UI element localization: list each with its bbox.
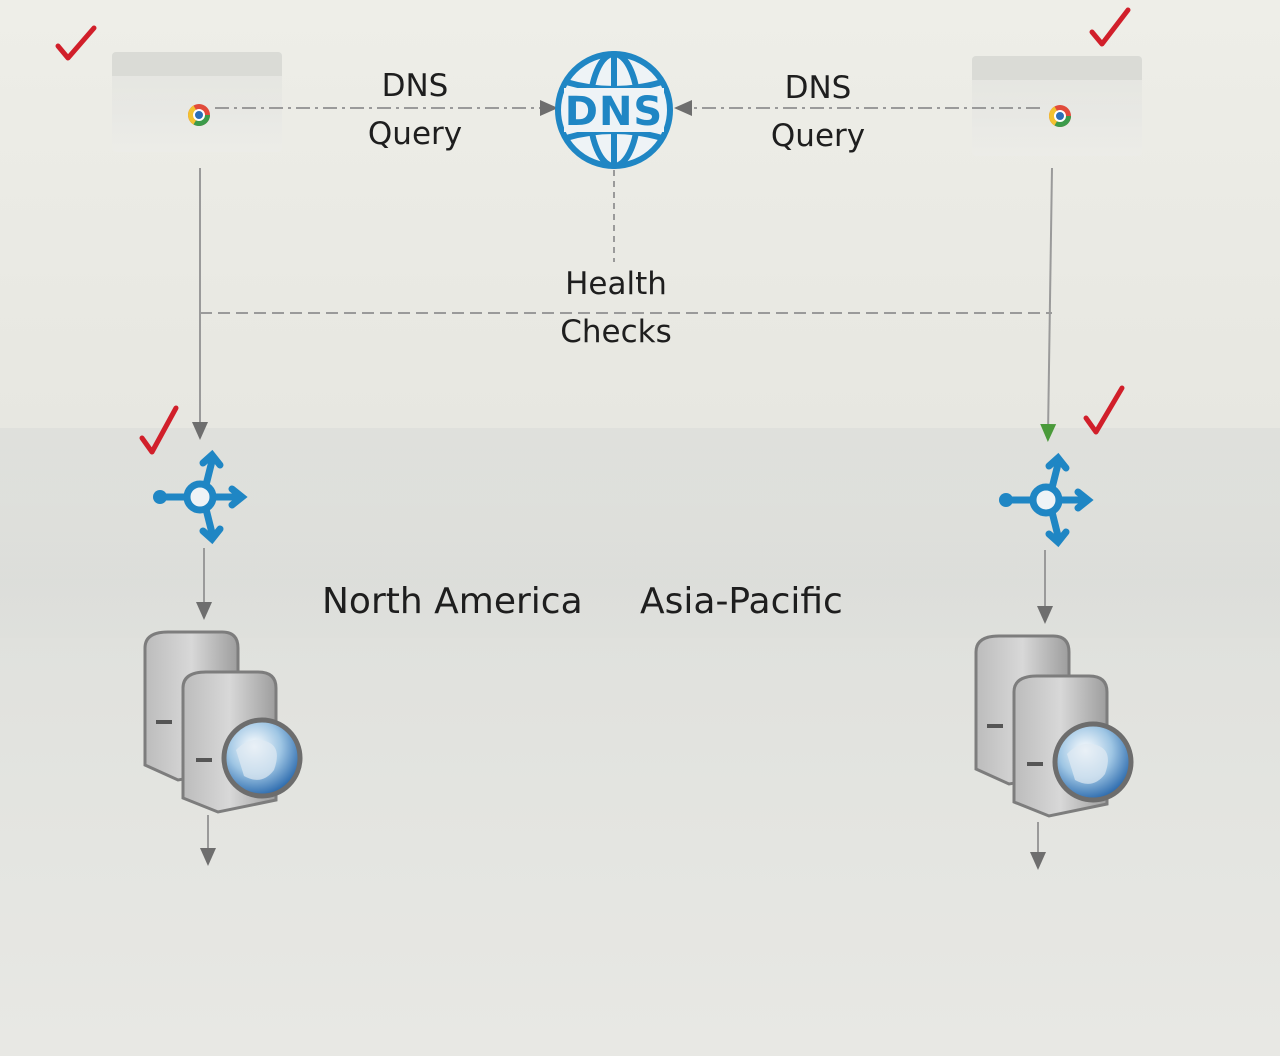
check-mark-icon <box>1089 7 1131 47</box>
region-label-asia-pacific: Asia-Pacific <box>640 581 843 622</box>
check-mark-icon <box>55 25 97 61</box>
dns-query-right-line1: DNS <box>784 70 852 106</box>
dns-query-right-line2: Query <box>770 118 866 154</box>
check-mark-icon <box>1083 385 1125 435</box>
dns-query-label-left: DNS Query <box>335 62 495 158</box>
dns-query-label-right: DNS Query <box>738 64 898 160</box>
dns-query-left-line1: DNS <box>381 68 449 104</box>
dns-query-left-line2: Query <box>367 116 463 152</box>
browser-window-right <box>972 56 1142 156</box>
region-label-north-america: North America <box>322 581 583 622</box>
health-checks-line2: Checks <box>560 314 672 350</box>
check-mark-icon <box>139 405 179 455</box>
right-browser-lb-line <box>1040 167 1057 442</box>
health-checks-label: Health Checks <box>526 260 706 356</box>
browser-window-left <box>112 52 282 152</box>
health-checks-line1: Health <box>565 266 667 302</box>
